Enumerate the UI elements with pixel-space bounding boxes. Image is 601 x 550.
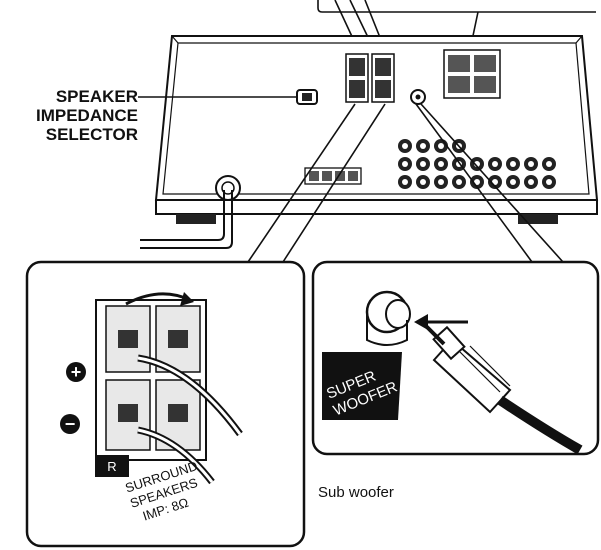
zoom-leader-lines <box>247 103 564 263</box>
svg-text:+: + <box>71 362 82 382</box>
rca-jack-center <box>492 161 498 167</box>
rca-jack-center <box>438 161 444 167</box>
plus-polarity-symbol: + <box>66 362 86 382</box>
power-cord <box>140 175 241 249</box>
rca-jack-center <box>528 161 534 167</box>
front-terminals-on-unit <box>443 49 501 99</box>
rca-jack-center <box>420 179 426 185</box>
rca-jack-center <box>510 161 516 167</box>
rca-jack-array <box>398 139 556 189</box>
rca-jack-center <box>438 143 444 149</box>
sub-woofer-zoom-panel <box>311 260 600 456</box>
impedance-selector-switch <box>138 89 318 105</box>
rca-jack-center <box>546 161 552 167</box>
rca-jack-center <box>402 161 408 167</box>
rca-jack-center <box>420 161 426 167</box>
rca-jack-center <box>546 179 552 185</box>
rca-jack-center <box>402 179 408 185</box>
surround-terminals-on-unit <box>345 53 395 103</box>
sub-woofer-caption: Sub woofer <box>318 484 394 501</box>
rca-jack-center <box>510 179 516 185</box>
rca-jack-center <box>474 179 480 185</box>
sub-woofer-jack-on-unit <box>410 89 426 105</box>
svg-text:−: − <box>65 414 76 434</box>
speaker-impedance-selector-label: SPEAKER IMPEDANCE SELECTOR <box>35 87 138 144</box>
channel-badge: R <box>95 455 129 477</box>
antenna-terminal-block <box>304 167 362 185</box>
svg-text:R: R <box>107 459 116 474</box>
minus-polarity-symbol: − <box>60 414 80 434</box>
rca-jack-center <box>528 179 534 185</box>
rca-jack-center <box>438 179 444 185</box>
rca-jack-center <box>456 179 462 185</box>
rca-jack-center <box>402 143 408 149</box>
rca-jack-center <box>420 143 426 149</box>
